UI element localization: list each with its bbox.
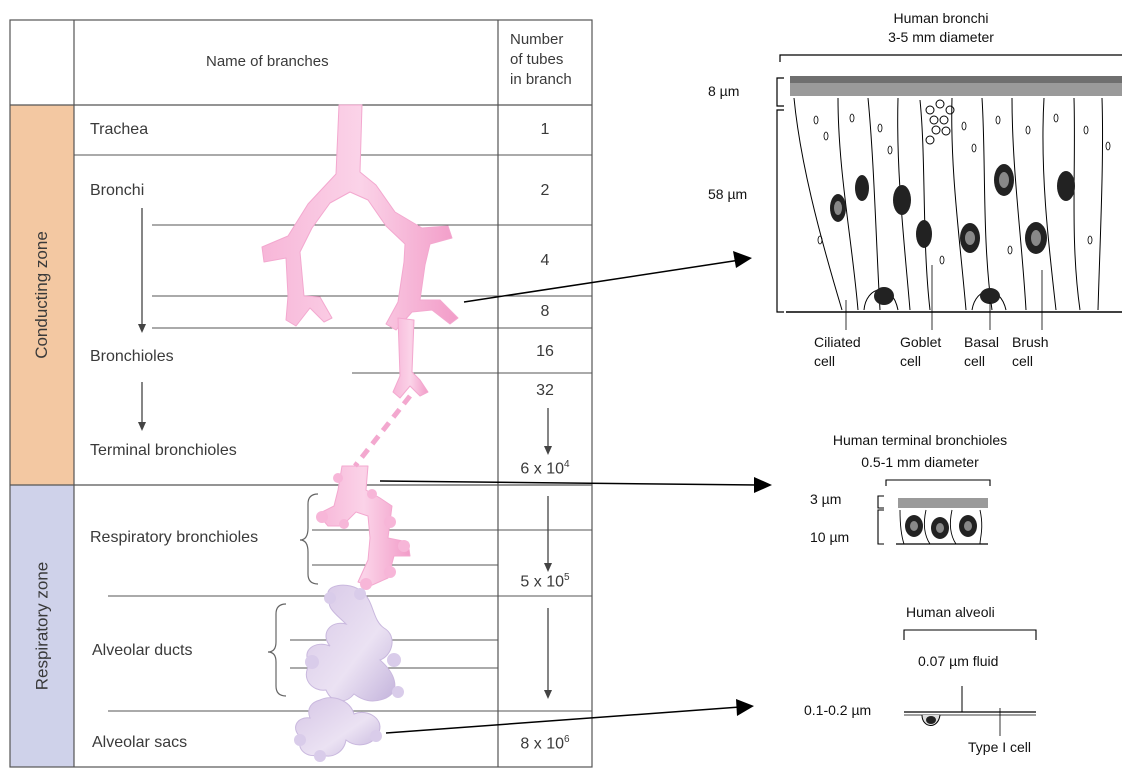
arrow-to-alveoli: [386, 707, 740, 733]
alveoli-panel: Human alveoli 0.07 µm fluid 0.1-0.2 µm T…: [790, 596, 1090, 766]
bronchi-panel: Human bronchi 3-5 mm diameter 8 µm 58 µm: [760, 0, 1122, 380]
cell-label-goblet: Goblet cell: [900, 333, 941, 371]
arrow-to-bronchi: [464, 260, 740, 302]
terminal-panel: Human terminal bronchioles 0.5-1 mm diam…: [780, 428, 1080, 558]
cell-label-ciliated-line2: cell: [814, 352, 861, 371]
cell-label-brush-line1: Brush: [1012, 333, 1049, 352]
cell-label-basal-line2: cell: [964, 352, 999, 371]
cell-label-brush-line2: cell: [1012, 352, 1049, 371]
bronchi-dim-height: 58 µm: [708, 186, 747, 202]
cell-label-brush: Brush cell: [1012, 333, 1049, 371]
arrow-to-terminal: [380, 481, 758, 485]
terminal-epithelium-illustration: [780, 428, 1080, 558]
cell-label-ciliated-line1: Ciliated: [814, 333, 861, 352]
cell-label-basal-line1: Basal: [964, 333, 999, 352]
cell-label-ciliated: Ciliated cell: [814, 333, 861, 371]
bronchi-epithelium-illustration: [760, 0, 1122, 380]
alveoli-illustration: [790, 596, 1090, 766]
cell-label-basal: Basal cell: [964, 333, 999, 371]
cell-label-goblet-line1: Goblet: [900, 333, 941, 352]
bronchi-dim-top: 8 µm: [708, 83, 739, 99]
cell-label-goblet-line2: cell: [900, 352, 941, 371]
